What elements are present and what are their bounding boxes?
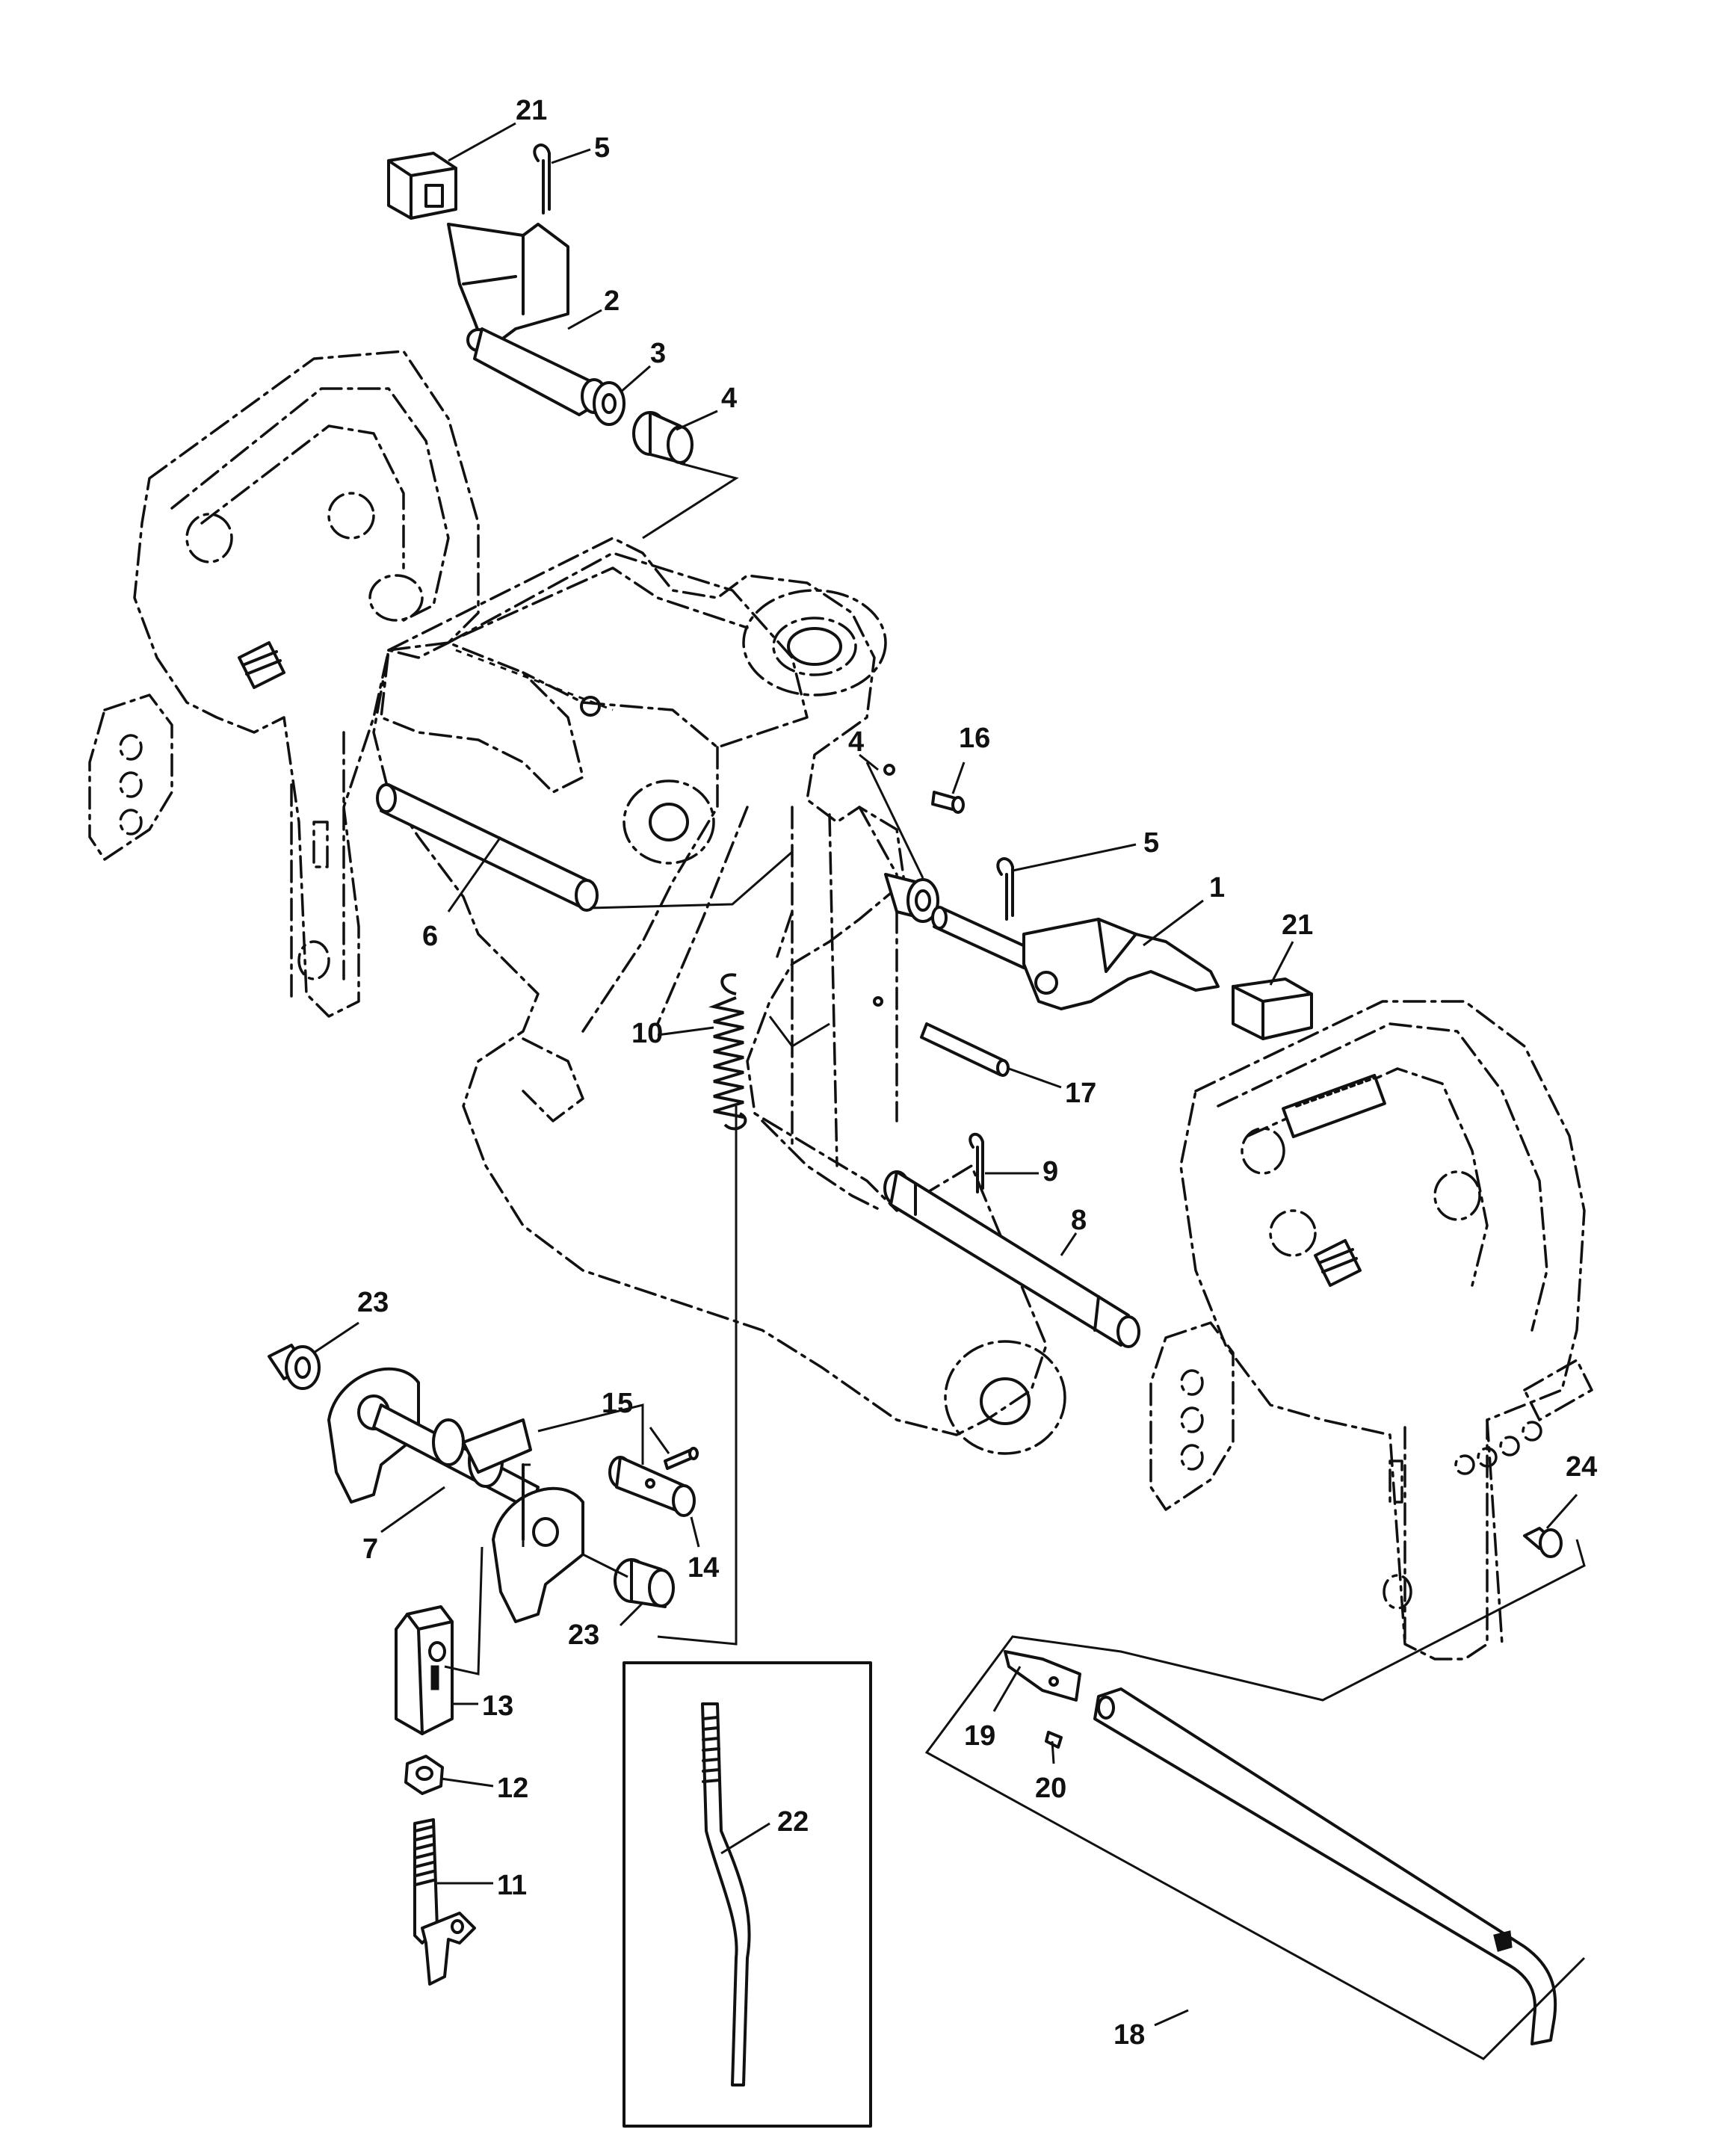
- part-23-bushing-left: [268, 1344, 321, 1390]
- part-22-inset: [623, 1661, 872, 2128]
- callout-21-top: 21: [516, 95, 547, 126]
- callout-labels: 21 5 2 3 4 4 16 5 1 21 6 10 17 9 8 23 7 …: [357, 95, 1597, 2051]
- part-4-bushing-top: [632, 411, 694, 465]
- part-8-tilt-pin: [883, 1170, 1140, 1348]
- callout-13: 13: [482, 1690, 513, 1722]
- callout-20: 20: [1035, 1773, 1066, 1804]
- left-clamp-bracket-phantom: [88, 350, 480, 1018]
- part-18-tilt-handle: [1093, 1687, 1557, 2045]
- callout-24: 24: [1566, 1451, 1597, 1483]
- callout-5-right: 5: [1143, 827, 1159, 859]
- assembly-lines: [444, 462, 1586, 2060]
- part-7-tilt-lock-assembly: [327, 1367, 584, 1623]
- part-13-clevis: [395, 1605, 454, 1735]
- part-24-plug: [1523, 1527, 1563, 1558]
- callout-15: 15: [602, 1388, 633, 1419]
- callout-10: 10: [631, 1018, 663, 1049]
- part-10-spring: [708, 973, 747, 1131]
- callout-4-right: 4: [848, 726, 864, 758]
- part-6-pivot-pin: [376, 783, 599, 912]
- callout-9: 9: [1042, 1156, 1058, 1187]
- part-5-cotter-pin-right: [996, 857, 1014, 921]
- part-5-cotter-pin-top: [533, 143, 551, 214]
- part-16-pin: [883, 764, 965, 814]
- callout-11: 11: [497, 1870, 527, 1901]
- part-23-bushing-right: [614, 1558, 675, 1608]
- part-9-cotter-pin: [969, 1132, 984, 1193]
- callout-7: 7: [362, 1533, 378, 1565]
- swivel-bracket-phantom: [372, 537, 1066, 1455]
- callout-6: 6: [422, 921, 438, 952]
- part-1-lever-right: [931, 906, 1220, 1010]
- part-11-threaded-rod: [413, 1818, 476, 1986]
- callout-16: 16: [959, 723, 990, 754]
- callout-18: 18: [1113, 2019, 1145, 2051]
- callout-19: 19: [964, 1720, 995, 1752]
- callout-17: 17: [1065, 1078, 1096, 1109]
- part-2-lever-top: [447, 223, 608, 416]
- part-19-handle-tip: [1004, 1650, 1081, 1702]
- part-20-pin: [1045, 1731, 1063, 1749]
- part-17-pin: [873, 996, 1010, 1077]
- callout-8: 8: [1071, 1205, 1087, 1236]
- part-21-cap-top: [387, 152, 457, 220]
- part-4-bushing-right: [884, 873, 939, 923]
- callout-21-right: 21: [1282, 909, 1313, 941]
- part-15-cotter-pin: [664, 1447, 699, 1470]
- callout-22: 22: [777, 1806, 809, 1838]
- right-clamp-bracket-phantom: [1149, 1000, 1593, 1661]
- callout-23-right: 23: [568, 1619, 599, 1651]
- callout-12: 12: [497, 1773, 528, 1804]
- callout-5-top: 5: [594, 132, 610, 164]
- part-3-washer: [593, 381, 625, 426]
- part-21-cap-right: [1232, 977, 1313, 1040]
- callout-3: 3: [650, 338, 666, 369]
- callout-2: 2: [604, 285, 620, 317]
- callout-14: 14: [688, 1552, 719, 1584]
- part-12-nut: [404, 1755, 444, 1795]
- part-14-clevis-pin: [608, 1456, 696, 1517]
- callout-4-top: 4: [721, 383, 737, 414]
- callout-1: 1: [1209, 872, 1225, 904]
- callout-23-left: 23: [357, 1287, 389, 1318]
- callout-leaders: [313, 122, 1578, 2027]
